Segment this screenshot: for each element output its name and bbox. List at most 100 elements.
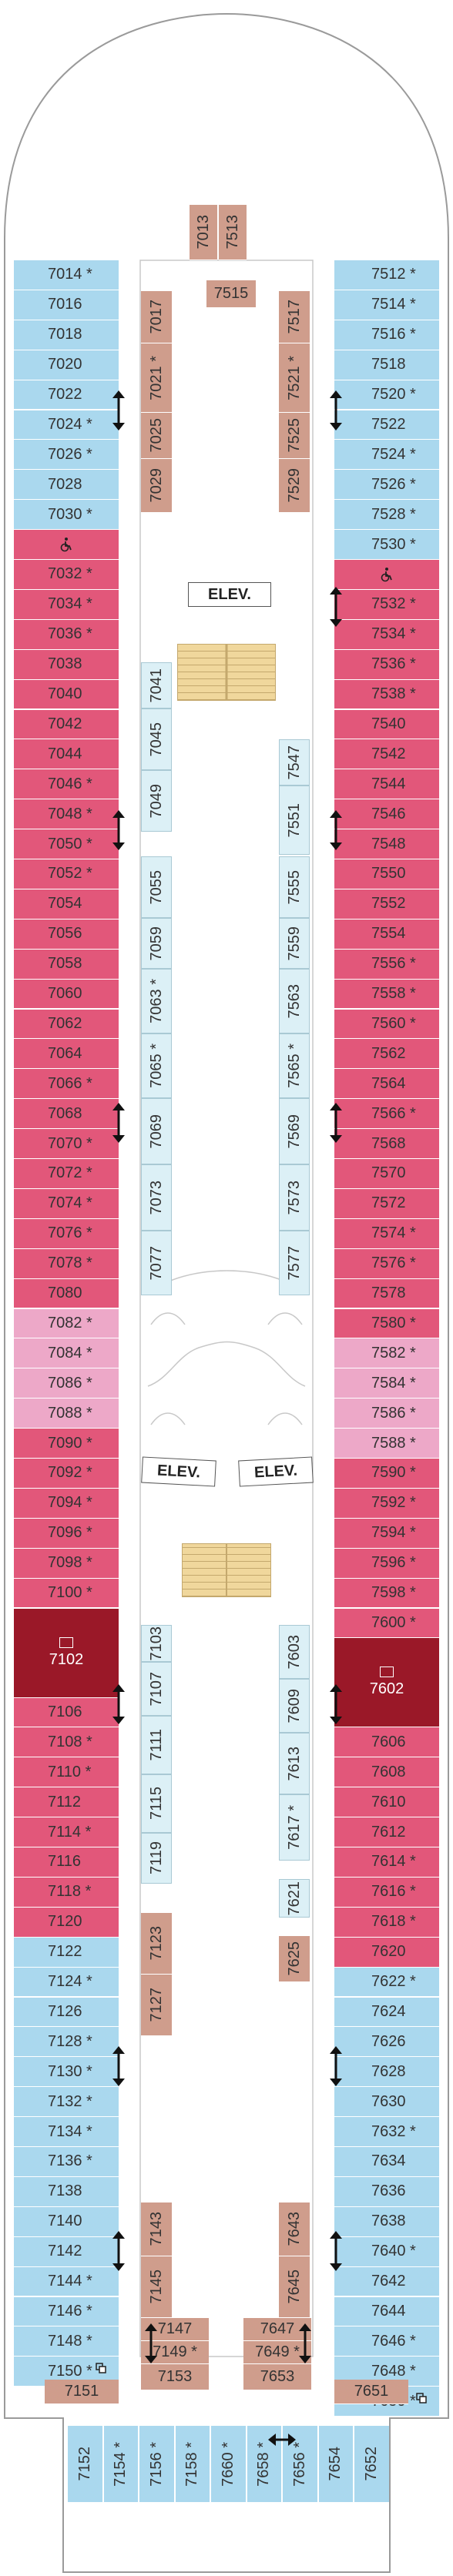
cabin-7018[interactable]: 7018 <box>14 320 119 350</box>
cabin-7119[interactable]: 7119 <box>141 1833 172 1884</box>
cabin-7078[interactable]: 7078 * <box>14 1248 119 1279</box>
cabin-7098[interactable]: 7098 * <box>14 1548 119 1579</box>
cabin-7153[interactable]: 7153 <box>141 2364 209 2390</box>
cabin-7628[interactable]: 7628 <box>334 2057 439 2088</box>
cabin-7022[interactable]: 7022 <box>14 380 119 410</box>
cabin-7554[interactable]: 7554 <box>334 919 439 950</box>
cabin-7566[interactable]: 7566 * <box>334 1099 439 1130</box>
cabin-7606[interactable]: 7606 <box>334 1727 439 1758</box>
cabin-7513[interactable]: 7513 <box>219 205 247 260</box>
cabin-7555[interactable]: 7555 <box>279 856 310 918</box>
cabin-7613[interactable]: 7613 <box>279 1733 310 1794</box>
cabin-7552[interactable]: 7552 <box>334 889 439 920</box>
cabin-7082[interactable]: 7082 * <box>14 1308 119 1339</box>
cabin-7530[interactable]: 7530 * <box>334 530 439 560</box>
cabin-7546[interactable]: 7546 <box>334 799 439 830</box>
cabin-7608[interactable]: 7608 <box>334 1757 439 1788</box>
cabin-7540[interactable]: 7540 <box>334 709 439 740</box>
cabin-7059[interactable]: 7059 <box>141 918 172 969</box>
cabin-7573[interactable]: 7573 <box>279 1164 310 1231</box>
cabin-7114[interactable]: 7114 * <box>14 1817 119 1847</box>
cabin-7156[interactable]: 7156 * <box>139 2426 174 2503</box>
cabin-7645[interactable]: 7645 <box>279 2256 310 2318</box>
cabin-7622[interactable]: 7622 * <box>334 1967 439 1998</box>
cabin-7526[interactable]: 7526 * <box>334 470 439 501</box>
cabin-7524[interactable]: 7524 * <box>334 440 439 471</box>
cabin-7038[interactable]: 7038 <box>14 649 119 680</box>
cabin-7042[interactable]: 7042 <box>14 709 119 740</box>
cabin-7148[interactable]: 7148 * <box>14 2326 119 2357</box>
cabin-7024[interactable]: 7024 * <box>14 410 119 440</box>
cabin-7525[interactable]: 7525 <box>279 413 310 459</box>
cabin-7068[interactable]: 7068 <box>14 1099 119 1130</box>
cabin-7092[interactable]: 7092 * <box>14 1459 119 1489</box>
cabin-7158[interactable]: 7158 * <box>175 2426 210 2503</box>
cabin-7570[interactable]: 7570 <box>334 1159 439 1189</box>
cabin-7036[interactable]: 7036 * <box>14 619 119 650</box>
cabin-7624[interactable]: 7624 <box>334 1997 439 2028</box>
cabin-7073[interactable]: 7073 <box>141 1164 172 1231</box>
cabin-7086[interactable]: 7086 * <box>14 1368 119 1399</box>
cabin-7058[interactable]: 7058 <box>14 949 119 980</box>
cabin-7111[interactable]: 7111 <box>141 1716 172 1774</box>
cabin-7032[interactable]: 7032 * <box>14 560 119 590</box>
cabin-7547[interactable]: 7547 <box>279 739 310 786</box>
cabin-7072[interactable]: 7072 * <box>14 1159 119 1189</box>
cabin-7652[interactable]: 7652 <box>354 2426 389 2503</box>
cabin-7516[interactable]: 7516 * <box>334 320 439 350</box>
cabin-7138[interactable]: 7138 <box>14 2176 119 2207</box>
cabin-7626[interactable]: 7626 <box>334 2027 439 2058</box>
cabin-7515[interactable]: 7515 <box>206 280 256 308</box>
cabin-7143[interactable]: 7143 <box>141 2202 172 2256</box>
cabin-7522[interactable]: 7522 <box>334 410 439 440</box>
cabin-7084[interactable]: 7084 * <box>14 1338 119 1369</box>
cabin-7060[interactable]: 7060 <box>14 979 119 1010</box>
cabin-7576[interactable]: 7576 * <box>334 1248 439 1279</box>
cabin-7569[interactable]: 7569 <box>279 1098 310 1164</box>
cabin-7640[interactable]: 7640 * <box>334 2236 439 2267</box>
cabin-7609[interactable]: 7609 <box>279 1679 310 1733</box>
cabin-7612[interactable]: 7612 <box>334 1817 439 1847</box>
cabin-7588[interactable]: 7588 * <box>334 1429 439 1459</box>
cabin-7590[interactable]: 7590 * <box>334 1459 439 1489</box>
cabin-7521[interactable]: 7521 * <box>279 343 310 413</box>
cabin-7584[interactable]: 7584 * <box>334 1368 439 1399</box>
cabin-7029[interactable]: 7029 <box>141 459 172 513</box>
cabin-7630[interactable]: 7630 <box>334 2087 439 2118</box>
cabin-7107[interactable]: 7107 <box>141 1662 172 1716</box>
cabin-7594[interactable]: 7594 * <box>334 1518 439 1549</box>
cabin-7055[interactable]: 7055 <box>141 856 172 918</box>
cabin-7556[interactable]: 7556 * <box>334 949 439 980</box>
cabin-7578[interactable]: 7578 <box>334 1278 439 1309</box>
cabin-7064[interactable]: 7064 <box>14 1039 119 1070</box>
cabin-7056[interactable]: 7056 <box>14 919 119 950</box>
cabin-7127[interactable]: 7127 <box>141 1975 172 2036</box>
cabin-7538[interactable]: 7538 * <box>334 679 439 710</box>
cabin-7076[interactable]: 7076 * <box>14 1218 119 1249</box>
cabin-7034[interactable]: 7034 * <box>14 589 119 620</box>
cabin-7586[interactable]: 7586 * <box>334 1399 439 1429</box>
cabin-7551[interactable]: 7551 <box>279 786 310 855</box>
cabin-7572[interactable]: 7572 <box>334 1188 439 1219</box>
cabin-7132[interactable]: 7132 * <box>14 2087 119 2118</box>
cabin-7100[interactable]: 7100 * <box>14 1578 119 1609</box>
cabin-7145[interactable]: 7145 <box>141 2256 172 2318</box>
cabin-7136[interactable]: 7136 * <box>14 2147 119 2177</box>
cabin-7614[interactable]: 7614 * <box>334 1847 439 1878</box>
cabin-7620[interactable]: 7620 <box>334 1937 439 1968</box>
cabin-7124[interactable]: 7124 * <box>14 1967 119 1998</box>
cabin-7016[interactable]: 7016 <box>14 290 119 320</box>
cabin-7574[interactable]: 7574 * <box>334 1218 439 1249</box>
cabin-7102[interactable]: 7102 <box>14 1608 119 1698</box>
cabin-7550[interactable]: 7550 <box>334 859 439 889</box>
cabin-7560[interactable]: 7560 * <box>334 1009 439 1040</box>
cabin-7062[interactable]: 7062 <box>14 1009 119 1040</box>
cabin-7565[interactable]: 7565 * <box>279 1033 310 1098</box>
cabin-7130[interactable]: 7130 * <box>14 2057 119 2088</box>
cabin-7646[interactable]: 7646 * <box>334 2326 439 2357</box>
cabin-7563[interactable]: 7563 <box>279 969 310 1033</box>
cabin-7642[interactable]: 7642 <box>334 2266 439 2297</box>
cabin-7050[interactable]: 7050 * <box>14 829 119 859</box>
cabin-7632[interactable]: 7632 * <box>334 2117 439 2147</box>
cabin-7618[interactable]: 7618 * <box>334 1907 439 1938</box>
